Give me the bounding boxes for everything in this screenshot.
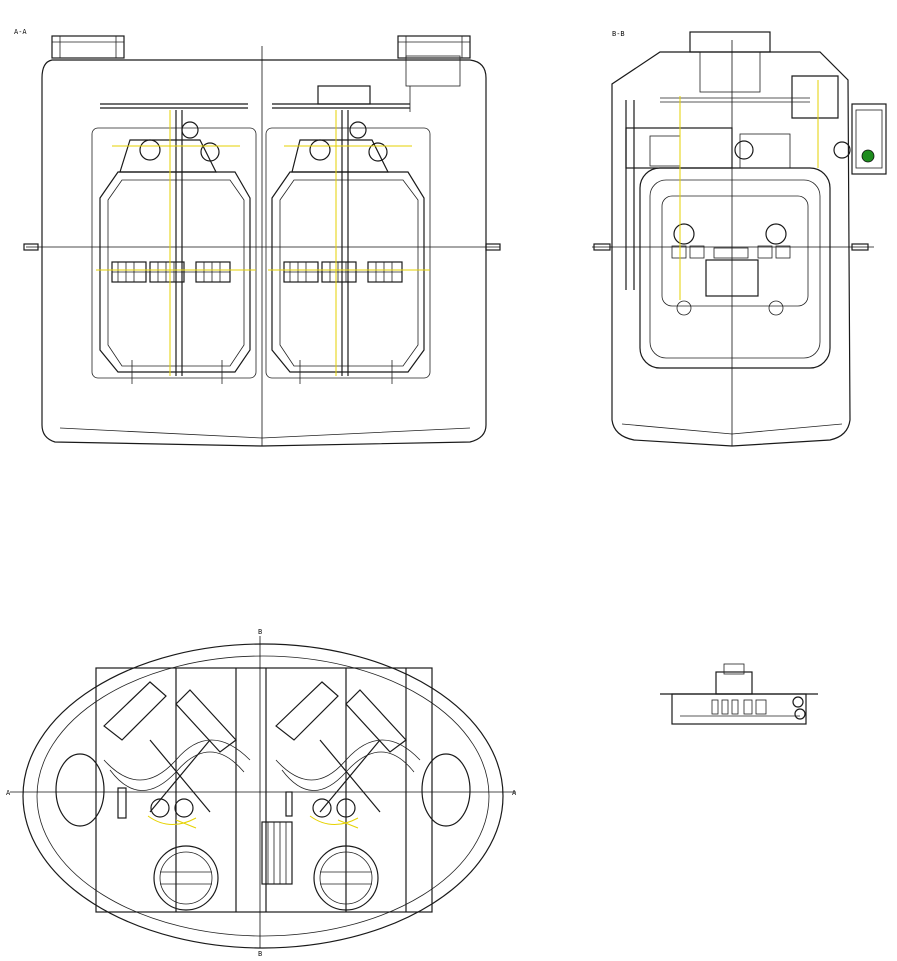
pipe-manifold: [100, 85, 410, 109]
manhole-left: [51, 35, 125, 59]
manhole-right: [397, 35, 471, 112]
plan-valves-left: [117, 787, 197, 829]
treatment-chamber-left: [91, 110, 257, 384]
blower-housing: [791, 75, 839, 119]
view-detail-small: [660, 663, 818, 725]
plan-lobe-right: [421, 753, 471, 827]
side-riser: [699, 51, 761, 93]
section-marker-top: B: [258, 628, 262, 636]
section-marker-bottom: B: [258, 950, 262, 958]
plan-truss-left: [103, 681, 251, 813]
section-marker-left: A: [6, 789, 11, 797]
tank-side-shell: [611, 51, 851, 447]
plan-outer-ellipse: [22, 643, 504, 949]
tank-base-line: [59, 427, 471, 439]
view-b-b-label: B-B: [612, 30, 625, 38]
view-plan: B B A A: [6, 628, 517, 958]
tank-outer-shell: [41, 59, 487, 447]
side-top-cover: [689, 31, 771, 53]
control-unit: [833, 103, 887, 175]
side-stub-a: [593, 243, 611, 251]
plan-center-pipes: [261, 821, 293, 885]
view-a-a: A-A: [14, 28, 501, 447]
detail-top-unit: [715, 671, 753, 695]
plan-valves-right: [285, 791, 359, 829]
plan-frame: [95, 667, 433, 913]
side-stub-b: [851, 243, 869, 251]
plan-lobe-left: [55, 753, 105, 827]
plan-inner-ellipse: [36, 655, 490, 937]
plan-truss-right: [275, 681, 421, 813]
view-b-b: B-B: [592, 30, 887, 447]
plan-manholes: [153, 845, 379, 911]
side-stub-right: [485, 243, 501, 251]
side-chamber: [639, 167, 831, 369]
side-upper-equipment: [625, 80, 819, 300]
treatment-chamber-right: [265, 110, 431, 384]
detail-body: [671, 693, 807, 725]
view-a-a-label: A-A: [14, 28, 27, 36]
section-marker-right: A: [512, 789, 517, 797]
side-stub-left: [23, 243, 39, 251]
